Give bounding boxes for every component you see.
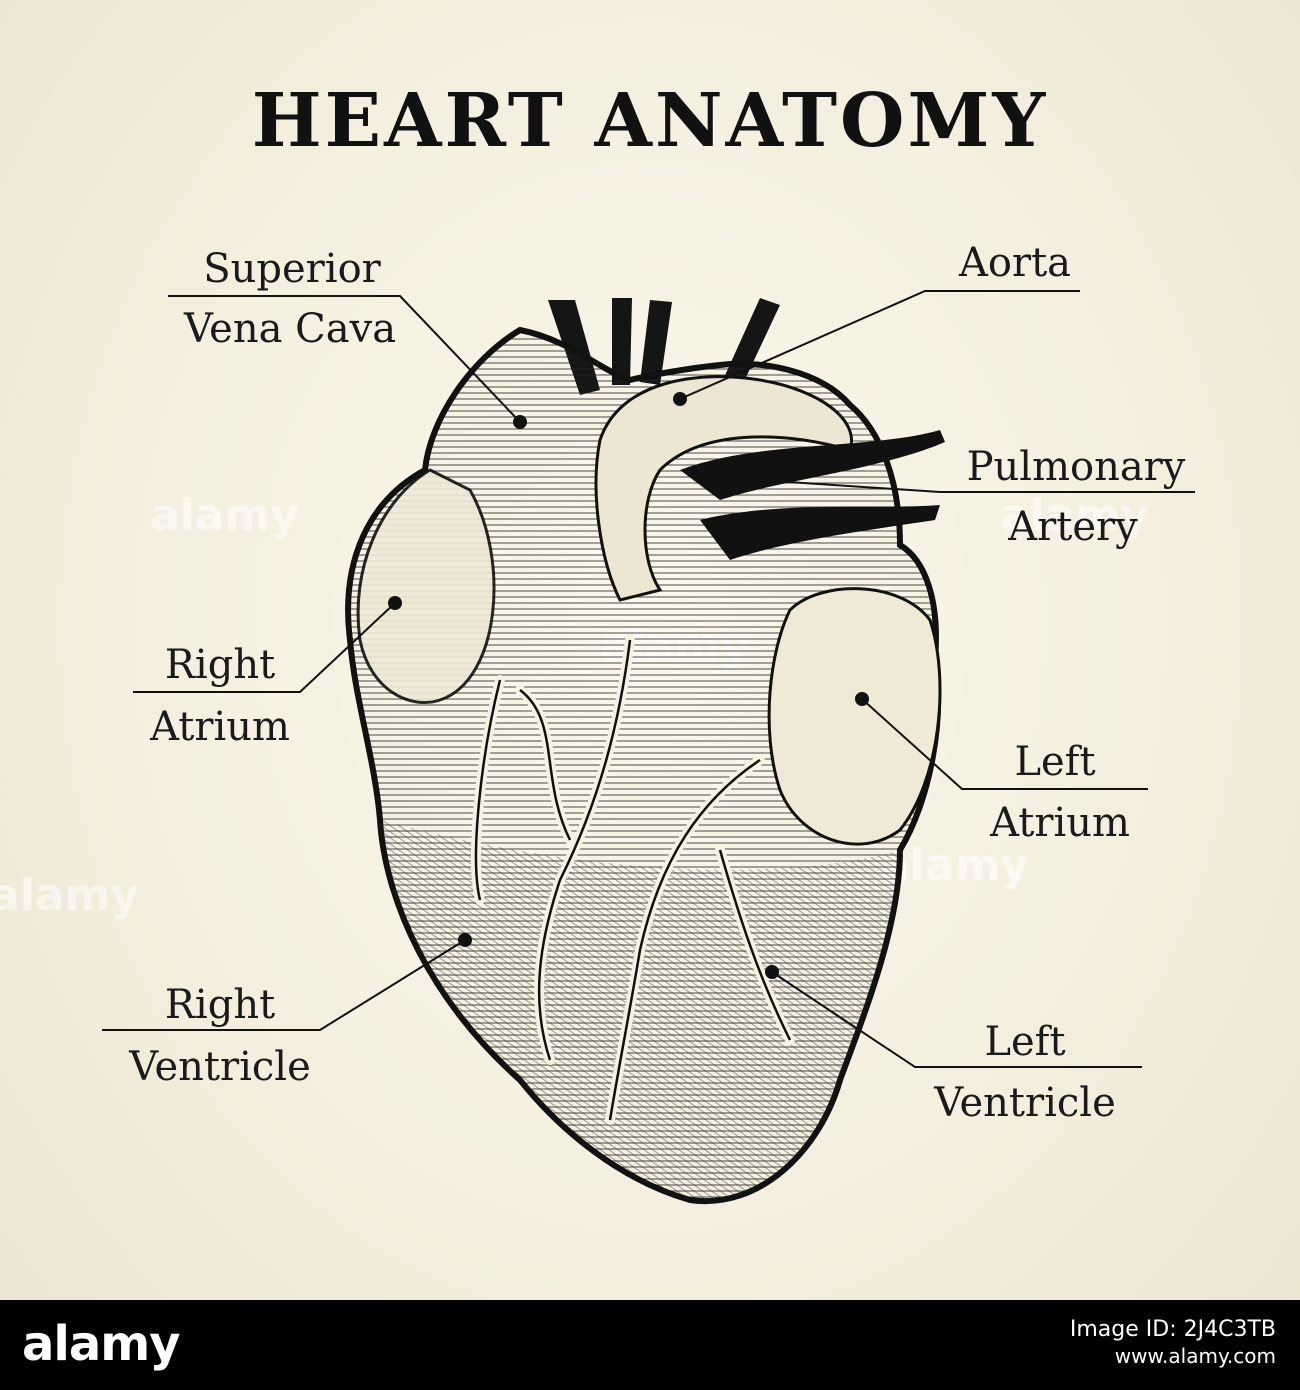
site-url: www.alamy.com xyxy=(1114,1343,1276,1368)
dot-right-atrium xyxy=(388,596,402,610)
watermark-text: alamy xyxy=(1000,490,1149,541)
dot-left-ventricle xyxy=(765,965,779,979)
leader-right-ventricle xyxy=(102,939,466,1031)
diagram-title: HEART ANATOMY xyxy=(251,78,1049,164)
label-left-atrium-2: Atrium xyxy=(989,800,1130,846)
ventricle-shading xyxy=(380,820,900,1202)
vessel-branch xyxy=(640,300,672,385)
leader-svc xyxy=(168,295,521,423)
label-vena-cava: Vena Cava xyxy=(183,306,396,352)
watermark-text: alamy xyxy=(0,870,139,921)
dot-svc xyxy=(513,415,527,429)
label-superior: Superior xyxy=(203,246,381,292)
footer-bar xyxy=(0,1300,1300,1390)
dot-aorta xyxy=(673,392,687,406)
vessel-branch xyxy=(612,298,632,385)
label-right-atrium-2: Atrium xyxy=(149,704,290,750)
pulmonary-branch xyxy=(700,505,940,560)
heart-diagram: alamy alamy alamy alamy alamy xyxy=(0,240,1195,1205)
aortic-arch-shape xyxy=(594,375,853,602)
watermark-text: alamy xyxy=(150,490,299,541)
watermark-text: alamy xyxy=(880,840,1029,891)
leader-aorta xyxy=(679,290,1080,400)
leader-pulmonary xyxy=(727,477,1195,493)
label-dots xyxy=(388,392,869,979)
label-left-ventricle-2: Ventricle xyxy=(933,1080,1116,1126)
left-atrium-shape xyxy=(767,587,942,846)
image-id: Image ID: 2J4C3TB xyxy=(1069,1317,1276,1342)
leader-left-atrium xyxy=(861,698,1148,790)
label-artery: Artery xyxy=(1007,504,1138,550)
right-atrium-shape xyxy=(356,468,496,704)
brand-logo: alamy xyxy=(22,1316,181,1372)
leader-right-atrium xyxy=(133,602,396,693)
coronary-vessel-outlines xyxy=(474,639,792,1121)
leader-lines xyxy=(102,290,1195,1068)
label-right-ventricle-1: Right xyxy=(165,982,275,1028)
part-labels: Superior Vena Cava Aorta Pulmonary Arter… xyxy=(128,240,1186,1126)
heart-illustration xyxy=(345,298,945,1205)
dot-pulmonary xyxy=(721,471,735,485)
image-id-block: Image ID: 2J4C3TB www.alamy.com xyxy=(1070,1316,1276,1369)
label-left-ventricle-1: Left xyxy=(984,1019,1065,1065)
label-right-ventricle-2: Ventricle xyxy=(128,1044,311,1090)
dot-right-ventricle xyxy=(458,933,472,947)
label-aorta: Aorta xyxy=(958,240,1071,286)
label-left-atrium-1: Left xyxy=(1014,739,1095,785)
dot-left-atrium xyxy=(855,692,869,706)
leader-left-ventricle xyxy=(771,971,1142,1068)
watermark-layer: alamy alamy alamy alamy alamy xyxy=(0,490,1149,921)
pulmonary-branch xyxy=(680,430,945,500)
label-pulmonary: Pulmonary xyxy=(967,444,1186,490)
label-right-atrium-1: Right xyxy=(165,642,275,688)
